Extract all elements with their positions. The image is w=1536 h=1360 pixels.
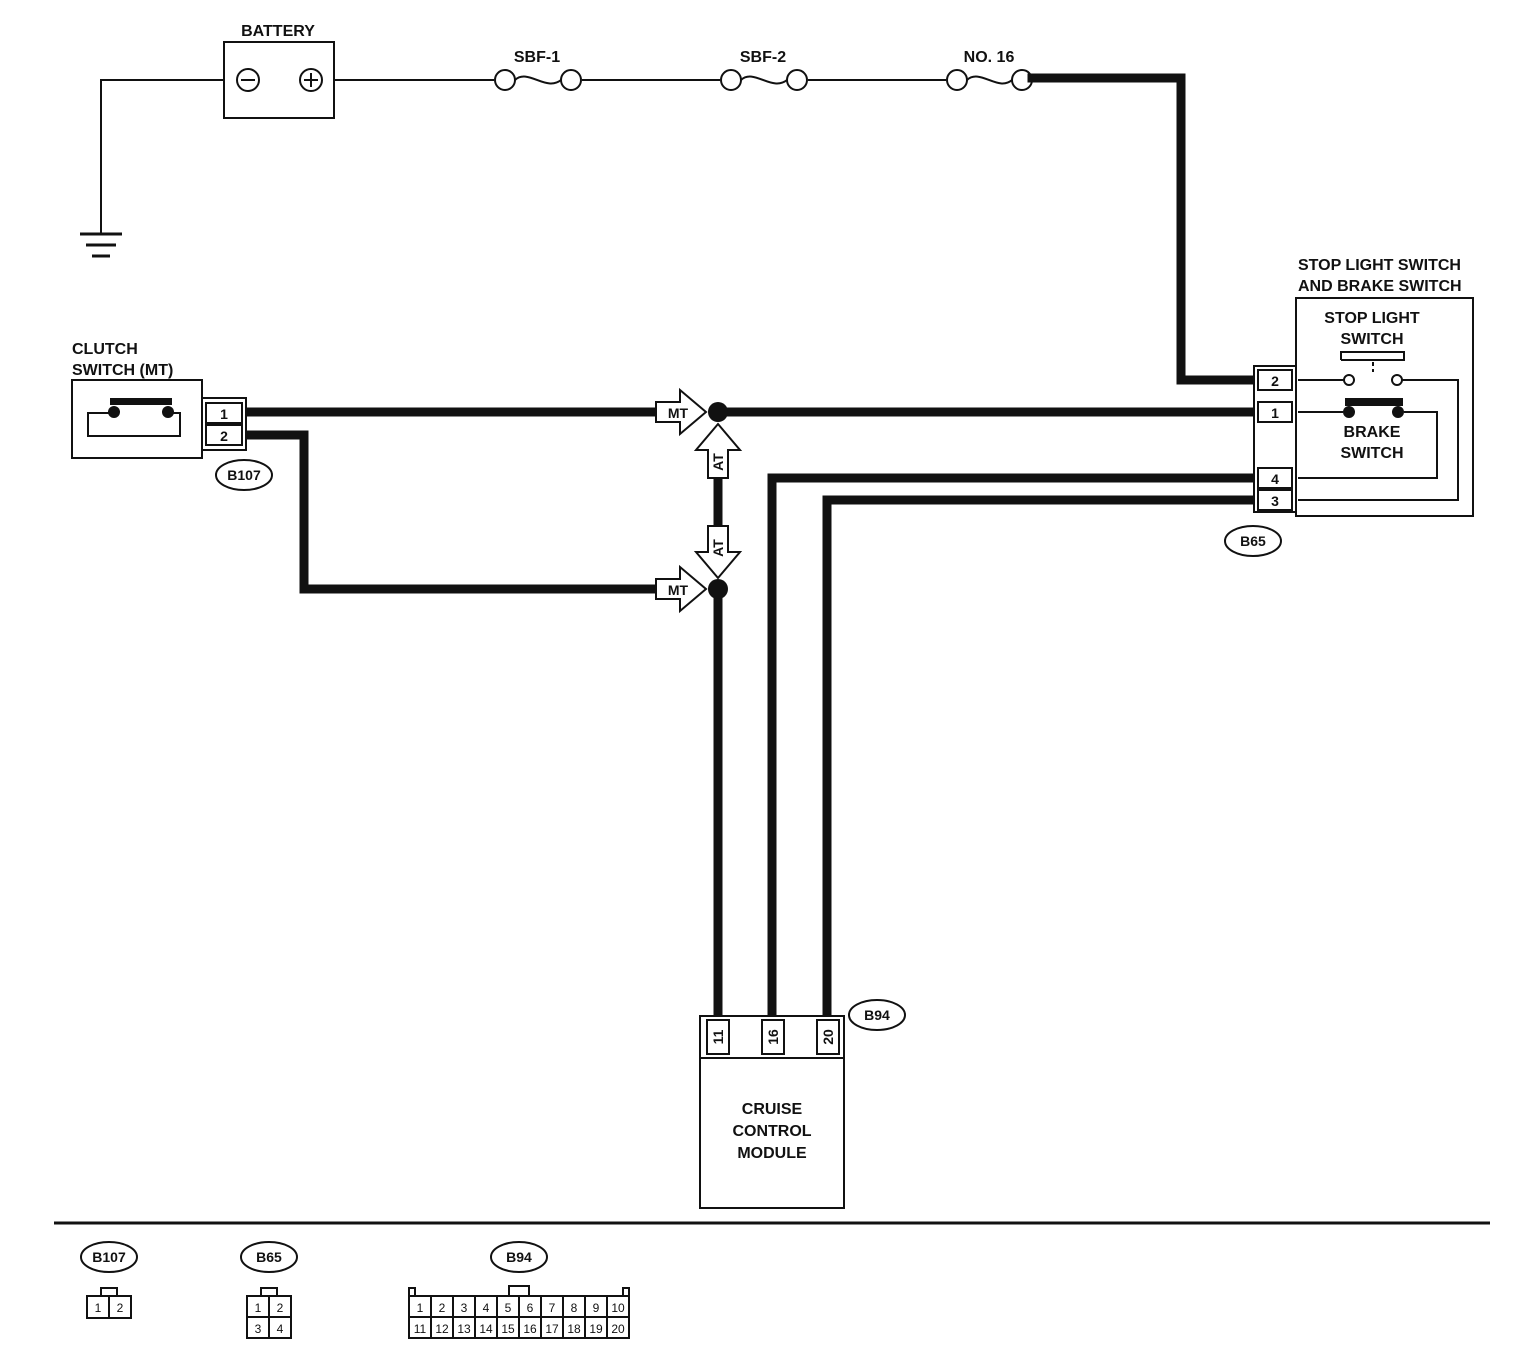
legend-b94-pin: 19: [589, 1322, 603, 1336]
legend-b107-tag: B107: [80, 1241, 138, 1273]
b65-tag: B65: [1224, 525, 1282, 557]
legend-b65-tag: B65: [240, 1241, 298, 1273]
brake-switch-label: BRAKE: [1344, 424, 1401, 441]
svg-text:B94: B94: [864, 1007, 890, 1023]
legend-b94-pin: 16: [523, 1322, 537, 1336]
b107-pin2-wire: [241, 430, 665, 594]
svg-text:AT: AT: [710, 453, 726, 471]
legend-b65-pin: 2: [277, 1301, 284, 1315]
cruise-module-label: CRUISE: [742, 1101, 803, 1118]
svg-text:B94: B94: [506, 1249, 532, 1265]
battery-label: BATTERY: [241, 23, 315, 40]
stop-light-switch-label-2: SWITCH: [1340, 331, 1403, 348]
b94-pin-20: 20: [820, 1029, 836, 1045]
legend-b94-tag: B94: [490, 1241, 548, 1273]
legend-b94-pin: 8: [571, 1301, 578, 1315]
stop-light-switch-contact-icon: [1298, 351, 1459, 501]
cruise-module-label-2: CONTROL: [732, 1123, 811, 1140]
legend-b94-pin: 3: [461, 1301, 468, 1315]
mt-marker-upper: MT: [655, 387, 708, 437]
stop-light-switch-label: STOP LIGHT: [1324, 310, 1420, 327]
legend-b107-pin: 2: [117, 1301, 124, 1315]
legend-b94-pin: 20: [611, 1322, 625, 1336]
svg-text:B107: B107: [227, 467, 261, 483]
stop-brake-switch-label-2: AND BRAKE SWITCH: [1298, 278, 1462, 295]
legend-b107-pin: 1: [95, 1301, 102, 1315]
b65-pin-1: 1: [1271, 405, 1279, 421]
legend-b94-pin: 2: [439, 1301, 446, 1315]
ground-wire: [100, 79, 228, 234]
fuse-sbf1-icon: [494, 69, 582, 91]
b94-pin20-wire: [822, 495, 1259, 1021]
fuse-sbf2-label: SBF-2: [740, 49, 786, 66]
svg-text:AT: AT: [710, 539, 726, 557]
b107-pin-2: 2: [220, 428, 228, 444]
legend-b94-pin: 14: [479, 1322, 493, 1336]
b94-pin-11: 11: [710, 1029, 726, 1044]
legend-b94-pin: 6: [527, 1301, 534, 1315]
mt-marker-lower: MT: [655, 564, 708, 614]
splice-point-lower: [708, 579, 728, 599]
cruise-module-label-3: MODULE: [737, 1145, 807, 1162]
no16-to-b65-pin2-wire: [1027, 73, 1259, 385]
b65-pin-3: 3: [1271, 493, 1279, 509]
legend-b65-pin: 3: [255, 1322, 262, 1336]
clutch-switch-label: CLUTCH: [72, 341, 138, 358]
splice-point-upper: [708, 402, 728, 422]
legend-b65-pin: 4: [277, 1322, 284, 1336]
clutch-switch-contact-icon: [87, 398, 181, 437]
at-marker-upper: AT: [693, 422, 743, 479]
legend-b107-connector: 1 2: [86, 1287, 132, 1319]
battery-negative-icon: [236, 68, 260, 92]
svg-text:MT: MT: [668, 582, 689, 598]
legend-b94-pin: 9: [593, 1301, 600, 1315]
legend-b94-pin: 13: [457, 1322, 471, 1336]
svg-text:MT: MT: [668, 405, 689, 421]
svg-text:B107: B107: [92, 1249, 126, 1265]
fuse-no16-label: NO. 16: [964, 49, 1015, 66]
legend-b94-pin: 15: [501, 1322, 515, 1336]
clutch-switch-label-2: SWITCH (MT): [72, 362, 173, 379]
legend-b94-pin: 4: [483, 1301, 490, 1315]
b65-pin-2: 2: [1271, 373, 1279, 389]
brake-switch-label-2: SWITCH: [1340, 445, 1403, 462]
b94-tag: B94: [848, 999, 906, 1031]
b65-pin-4: 4: [1271, 471, 1279, 487]
stop-brake-switch-label: STOP LIGHT SWITCH: [1298, 257, 1461, 274]
fuse-sbf1-label: SBF-1: [514, 49, 560, 66]
battery-positive-icon: [299, 68, 323, 92]
legend-b94-pin: 1: [417, 1301, 424, 1315]
fuse-no16-icon: [946, 69, 1033, 91]
b107-pin-1: 1: [220, 406, 228, 422]
b107-tag: B107: [215, 459, 273, 491]
legend-b94-pin: 11: [414, 1322, 427, 1336]
b94-pin16-wire: [767, 473, 1259, 1021]
legend-b94-pin: 5: [505, 1301, 512, 1315]
legend-b94-pin: 12: [435, 1322, 449, 1336]
svg-text:B65: B65: [256, 1249, 282, 1265]
legend-b94-pin: 10: [611, 1301, 625, 1315]
fuse-sbf2-icon: [720, 69, 808, 91]
legend-b94-pin: 18: [567, 1322, 581, 1336]
at-marker-lower: AT: [693, 525, 743, 580]
b94-pin-16: 16: [765, 1029, 781, 1045]
legend-b65-pin: 1: [255, 1301, 262, 1315]
brake-switch-contact-icon: [1298, 398, 1438, 479]
clutch-switch: [71, 379, 203, 459]
legend-b65-connector: 1 2 3 4: [246, 1287, 292, 1339]
legend-b94-pin: 17: [545, 1322, 559, 1336]
legend-b94-pin: 7: [549, 1301, 556, 1315]
svg-text:B65: B65: [1240, 533, 1266, 549]
ground-symbol-icon: [80, 232, 122, 258]
